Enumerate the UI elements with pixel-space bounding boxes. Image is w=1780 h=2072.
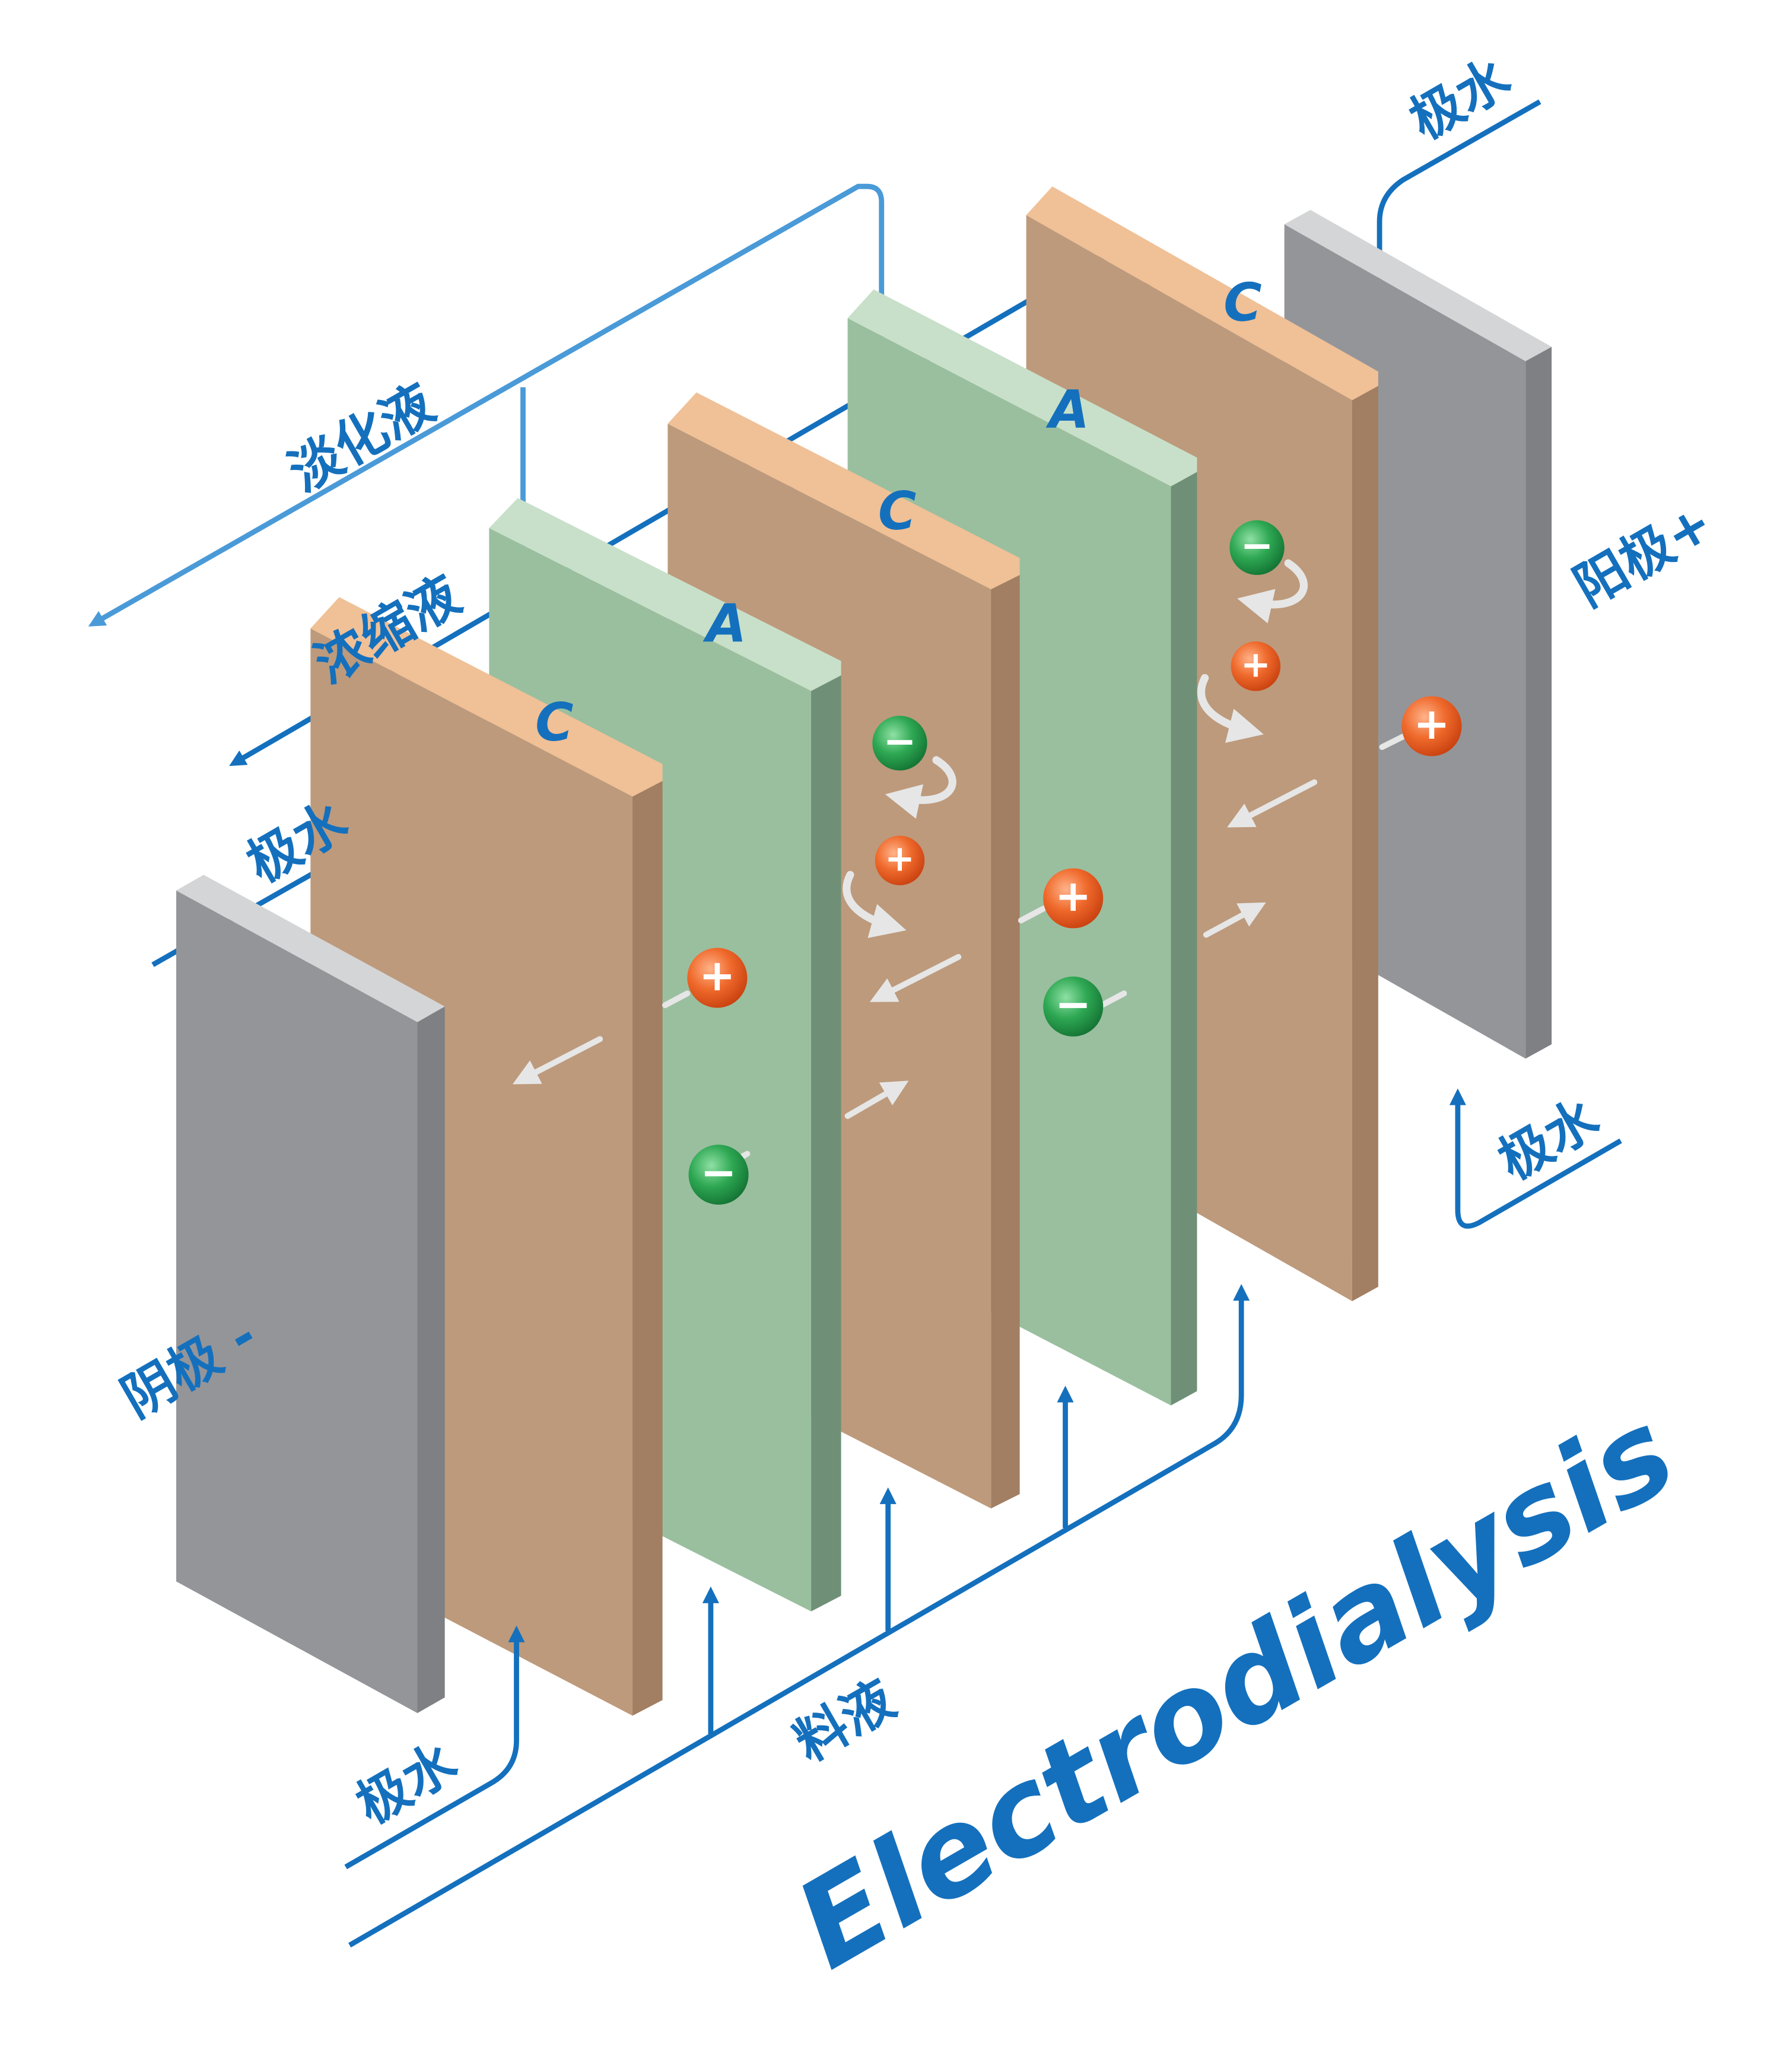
anode-label: 阳极+ <box>1564 491 1722 618</box>
membrane-label-c2: C <box>878 481 917 542</box>
electrode-water-label-cathode-bottom: 极水 <box>346 1731 468 1836</box>
cation-ion-sphere <box>687 948 748 1008</box>
cation-ion: + <box>875 835 925 885</box>
anion-ion: − <box>1043 976 1104 1037</box>
cation-ion: + <box>1043 868 1104 929</box>
anion-ion-sign: − <box>1240 522 1273 568</box>
membrane-label-a1: A <box>703 593 746 654</box>
cation-ion-sphere <box>875 835 925 885</box>
membrane-label-c3: C <box>1223 272 1261 333</box>
anode-electrode-water-outlet <box>1449 1088 1622 1229</box>
anion-ion: − <box>688 1145 749 1205</box>
membrane-labels: C A C A C <box>535 272 1262 754</box>
anion-ion-sphere <box>1229 520 1285 575</box>
anion-ion: − <box>872 716 927 771</box>
ion-rebound-arrows <box>843 559 1308 938</box>
anode-electrode-water-inlet <box>1371 99 1541 330</box>
cathode-electrode <box>176 875 445 1714</box>
membrane-label-a2: A <box>1045 379 1089 440</box>
cation-ion-sphere <box>1043 868 1104 929</box>
cation-ion: + <box>1231 641 1281 691</box>
diagram-title: Electrodialysis <box>774 1382 1697 1996</box>
anion-ion-sign: − <box>1055 979 1091 1029</box>
cation-ion-sign: + <box>1055 871 1091 921</box>
cation-ion-sign: + <box>1413 699 1450 749</box>
cation-ion-sphere <box>1401 696 1462 757</box>
cation-ion: + <box>687 948 748 1008</box>
anion-ion-sign: − <box>883 718 916 764</box>
anion-ion-sphere <box>1043 976 1104 1037</box>
anion-ion-sphere <box>872 716 927 771</box>
ions: + − − + + − − + + <box>687 520 1462 1205</box>
cation-ion-sign: + <box>699 951 735 1001</box>
cathode-electrode-water-outlet <box>344 1625 525 1870</box>
anion-ion-sphere <box>688 1145 749 1205</box>
cation-ion-sphere <box>1231 641 1281 691</box>
electrode-water-label-anode-bottom: 极水 <box>1488 1086 1610 1192</box>
membrane-label-c1: C <box>535 692 574 753</box>
anion-ion-sign: − <box>700 1148 736 1198</box>
cation-ion-sign: + <box>1241 644 1271 685</box>
anion-ion: − <box>1229 520 1285 575</box>
electrode-water-label-anode-top: 极水 <box>1400 46 1521 152</box>
cation-ion-sign: + <box>885 838 915 880</box>
feed-inlet-line <box>348 1284 1250 1948</box>
dilute-label: 淡化液 <box>278 373 444 504</box>
cation-ion: + <box>1401 696 1462 757</box>
